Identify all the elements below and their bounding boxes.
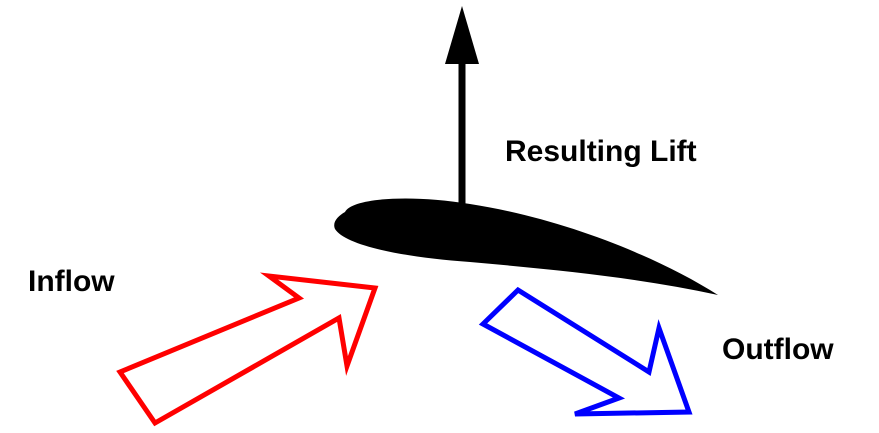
inflow-label: Inflow: [28, 265, 115, 298]
resulting-lift-label: Resulting Lift: [505, 135, 697, 168]
inflow-arrow: [116, 272, 379, 427]
outflow-label: Outflow: [722, 333, 834, 366]
outflow-arrow: [478, 286, 693, 417]
lift-arrow-head: [445, 6, 479, 64]
airfoil: [334, 198, 718, 295]
